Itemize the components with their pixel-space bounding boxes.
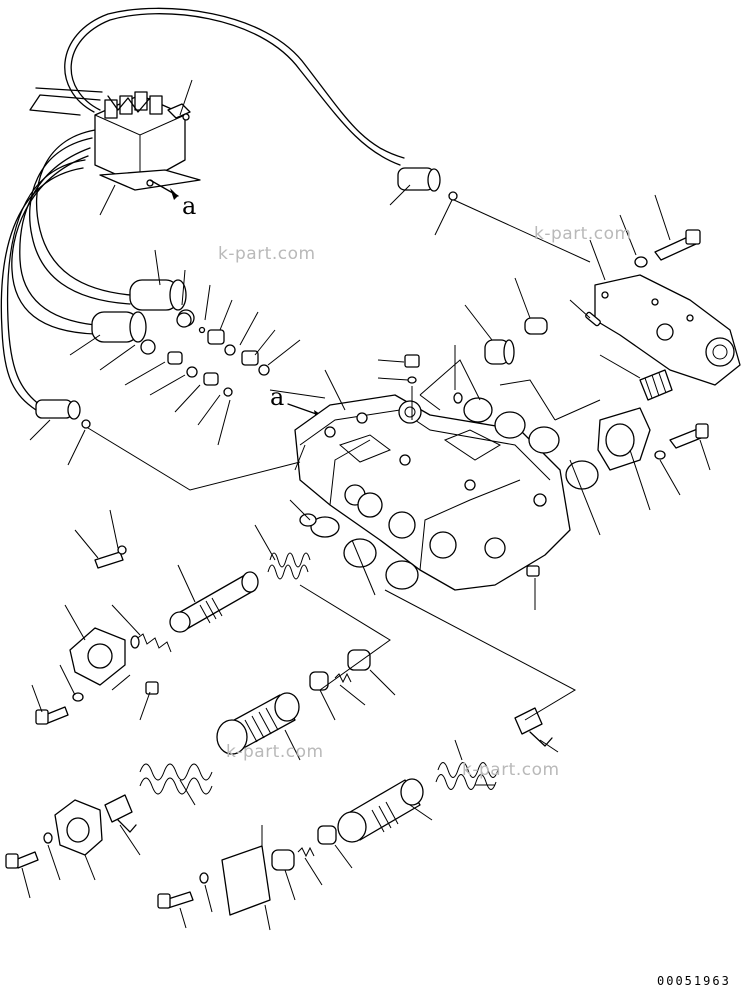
sensor-top [397, 167, 458, 201]
watermark: k-part.com [462, 760, 560, 780]
spool-large [216, 692, 300, 755]
connector-block [94, 91, 201, 200]
drawing-number: 00051963 [657, 974, 731, 988]
watermark: k-part.com [226, 742, 324, 762]
collar-right [514, 707, 553, 747]
callout-label: a [182, 192, 197, 220]
spool-bottom [337, 778, 424, 843]
spool-upper [169, 571, 259, 633]
watermark: k-part.com [534, 224, 632, 244]
spring-upper [267, 552, 311, 580]
collar-left [104, 794, 137, 833]
spring-left [130, 633, 172, 653]
fittings [167, 312, 270, 397]
plug-right [484, 317, 548, 365]
spring-large-left [139, 763, 213, 795]
wire-harness [0, 7, 405, 411]
leader [87, 427, 301, 491]
flange-left [35, 627, 159, 725]
small-plug [526, 565, 540, 577]
end-cover-right [594, 274, 741, 386]
flange-right [597, 407, 709, 471]
group-line [299, 584, 391, 691]
flange-bottom-left [5, 799, 103, 869]
leader [453, 199, 591, 263]
pin [585, 311, 601, 327]
valve-body [294, 394, 571, 591]
watermark: k-part.com [218, 244, 316, 264]
gaskets [299, 392, 599, 590]
plugs-mid [309, 649, 371, 691]
callout-label: a [270, 383, 285, 411]
bolt-left [94, 545, 127, 569]
bolt-top-right [634, 229, 701, 268]
plugs-bottom [271, 825, 337, 871]
group-line [384, 589, 577, 721]
cover-plate-bottom [157, 845, 271, 916]
leader [269, 389, 326, 399]
leader-lines [21, 79, 711, 931]
adjust-screw [639, 369, 673, 401]
solenoid-lower [91, 311, 156, 355]
spring-bottom [435, 762, 499, 790]
sensor-left [35, 399, 91, 429]
